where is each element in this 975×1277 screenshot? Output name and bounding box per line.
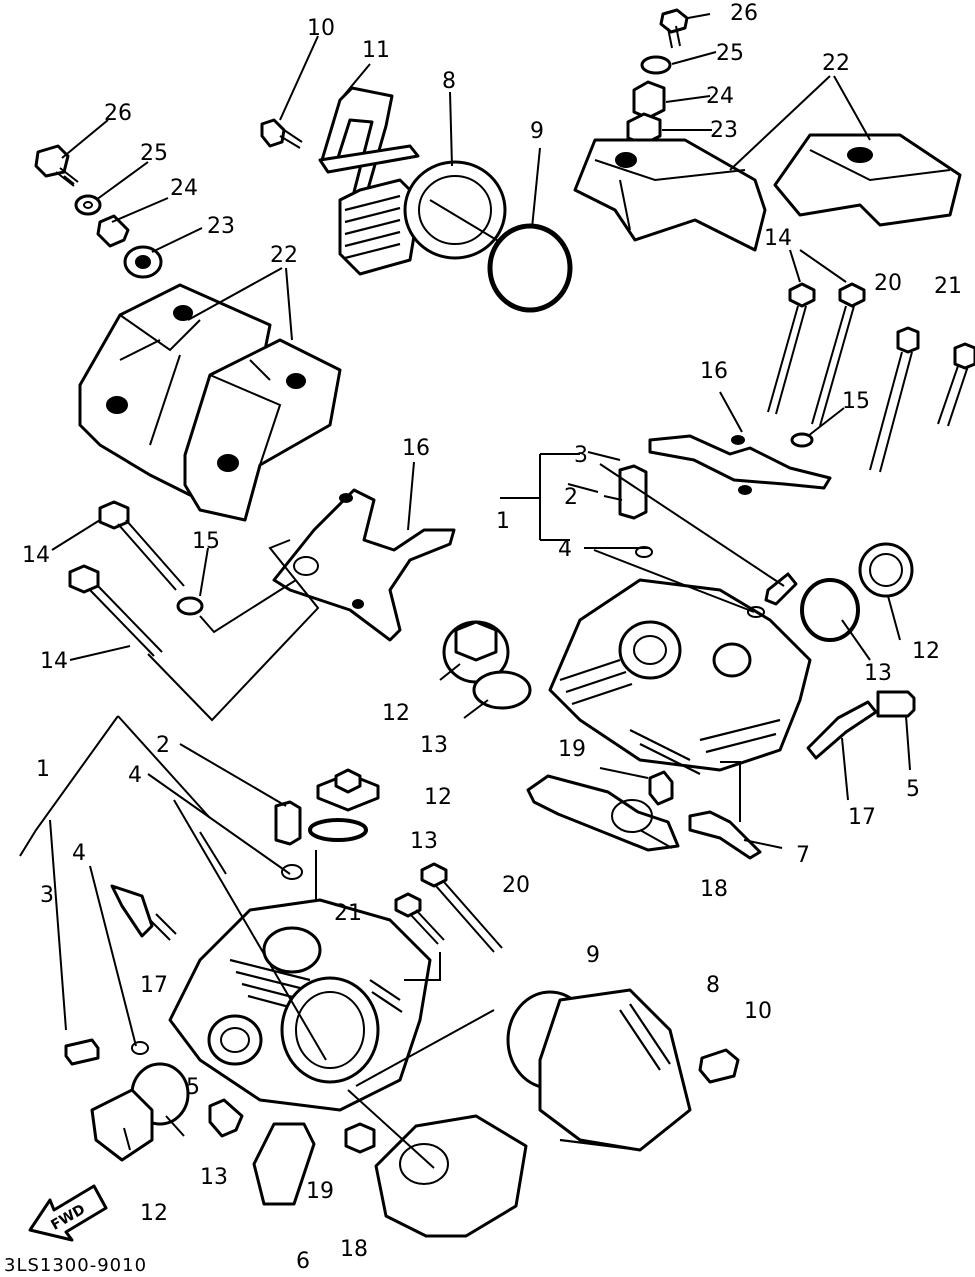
callout-r20: 20: [874, 271, 902, 296]
forward-direction-arrow: FWD: [28, 1184, 108, 1242]
callout-l21: 21: [334, 901, 362, 926]
callout-front-24: 24: [706, 84, 734, 109]
left-head-bolts-group: 16 15 14 14: [22, 436, 456, 722]
callout-r4: 4: [558, 537, 572, 562]
callout-l4a: 4: [128, 763, 142, 788]
callout-r21: 21: [934, 274, 962, 299]
callout-r3: 3: [574, 443, 588, 468]
callout-r13b: 13: [864, 661, 892, 686]
callout-l1: 1: [36, 757, 50, 782]
callout-l19: 19: [306, 1179, 334, 1204]
callout-front-26: 26: [730, 1, 758, 26]
callout-top-10: 10: [307, 16, 335, 41]
callout-l15: 15: [192, 529, 220, 554]
callout-l3: 3: [40, 883, 54, 908]
callout-r18: 18: [700, 877, 728, 902]
callout-l13b: 13: [200, 1165, 228, 1190]
diagram-code: 3LS1300-9010: [4, 1255, 148, 1276]
callout-r17: 17: [848, 805, 876, 830]
callout-l9: 9: [586, 943, 600, 968]
callout-rear-22: 22: [270, 243, 298, 268]
callout-rear-23: 23: [207, 214, 235, 239]
callout-l12a: 12: [424, 785, 452, 810]
callout-front-23: 23: [710, 118, 738, 143]
callout-l17: 17: [140, 973, 168, 998]
front-cylinder-head-group: 3 2 1 4 12 13 12 13 19 18 7 17 5: [382, 443, 940, 902]
callout-rear-25: 25: [140, 141, 168, 166]
callout-r15: 15: [842, 389, 870, 414]
callout-l10: 10: [744, 999, 772, 1024]
callout-front-22: 22: [822, 51, 850, 76]
callout-r19: 19: [558, 737, 586, 762]
callout-r16: 16: [700, 359, 728, 384]
callout-l5: 5: [186, 1075, 200, 1100]
callout-r13a: 13: [420, 733, 448, 758]
callout-r5: 5: [906, 777, 920, 802]
callout-l14a: 14: [22, 543, 50, 568]
callout-r2: 2: [564, 485, 578, 510]
top-intake-group: 10 11 8 9: [260, 16, 573, 313]
callout-r12b: 12: [912, 639, 940, 664]
callout-r1: 1: [496, 509, 510, 534]
callout-r7: 7: [796, 843, 810, 868]
callout-rear-26: 26: [104, 101, 132, 126]
callout-r12a: 12: [382, 701, 410, 726]
callout-l2: 2: [156, 733, 170, 758]
callout-l6: 6: [296, 1249, 310, 1274]
callout-l18: 18: [340, 1237, 368, 1262]
callout-top-8: 8: [442, 69, 456, 94]
callout-l20: 20: [502, 873, 530, 898]
callout-r14: 14: [764, 226, 792, 251]
callout-top-9: 9: [530, 119, 544, 144]
callout-rear-24: 24: [170, 176, 198, 201]
callout-l14b: 14: [40, 649, 68, 674]
callout-l16: 16: [402, 436, 430, 461]
callout-l12b: 12: [140, 1201, 168, 1226]
rear-cylinder-head-group: 2 1 4 4 3 12 13 21 20 17 5 13 12 19 6 18…: [19, 715, 772, 1274]
callout-l4b: 4: [72, 841, 86, 866]
rear-cylinder-head-cover-group: 26 25 24 23 22: [34, 101, 342, 522]
callout-front-25: 25: [716, 41, 744, 66]
front-cylinder-head-cover-group: 26 25 24 23 22: [573, 1, 962, 252]
callout-l8: 8: [706, 973, 720, 998]
callout-l13a: 13: [410, 829, 438, 854]
right-head-bolts-group: 14 20 21 16 15: [648, 226, 975, 495]
callout-top-11: 11: [362, 38, 390, 63]
